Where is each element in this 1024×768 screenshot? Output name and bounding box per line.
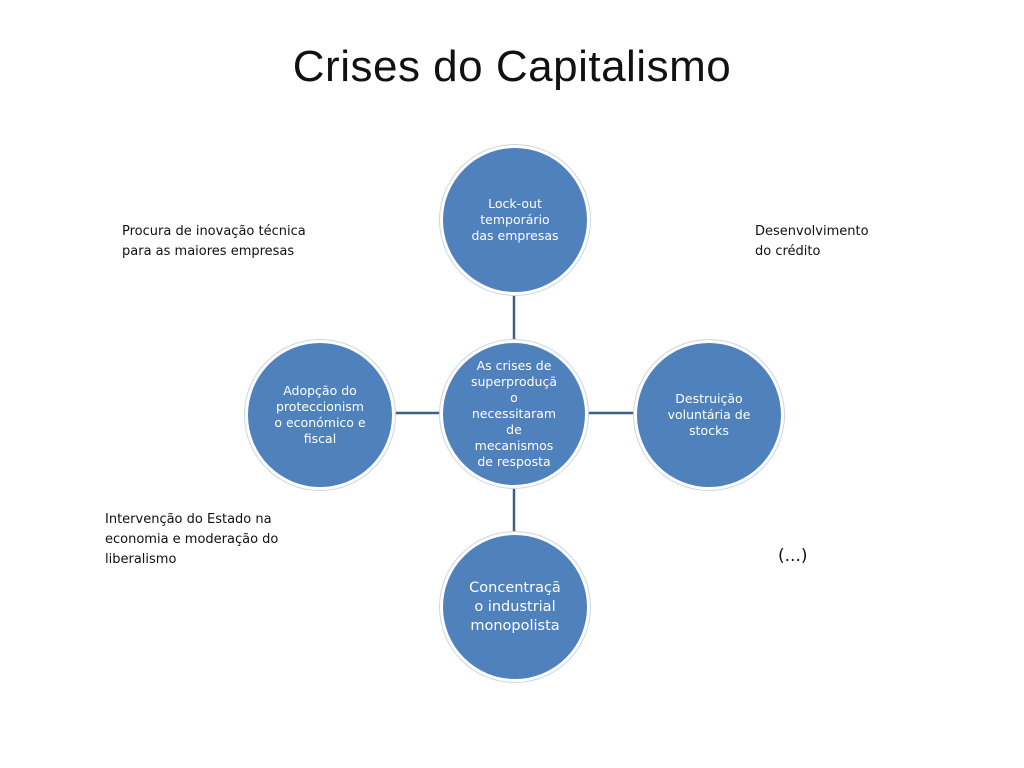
note-bottom-left: Intervenção do Estado na economia e mode… [105, 512, 279, 567]
page-title: Crises do Capitalismo [292, 42, 732, 91]
node-left-label: Adopção do proteccionism o económico e f… [274, 383, 366, 446]
node-center: As crises de superproduçã o necessitaram… [440, 340, 588, 488]
node-bottom-label: Concentraçã o industrial monopolista [469, 579, 561, 634]
node-top-label: Lock-out temporário das empresas [471, 196, 559, 243]
node-right-label: Destruição voluntária de stocks [667, 391, 751, 438]
node-center-label: As crises de superproduçã o necessitaram… [470, 358, 558, 469]
node-right: Destruição voluntária de stocks [634, 340, 784, 490]
node-left: Adopção do proteccionism o económico e f… [245, 340, 395, 490]
node-top: Lock-out temporário das empresas [440, 145, 590, 295]
node-bottom: Concentraçã o industrial monopolista [440, 532, 590, 682]
note-top-right: Desenvolvimento do crédito [755, 224, 869, 259]
note-bottom-right: (...) [778, 546, 808, 566]
note-top-left: Procura de inovação técnica para as maio… [122, 224, 306, 259]
